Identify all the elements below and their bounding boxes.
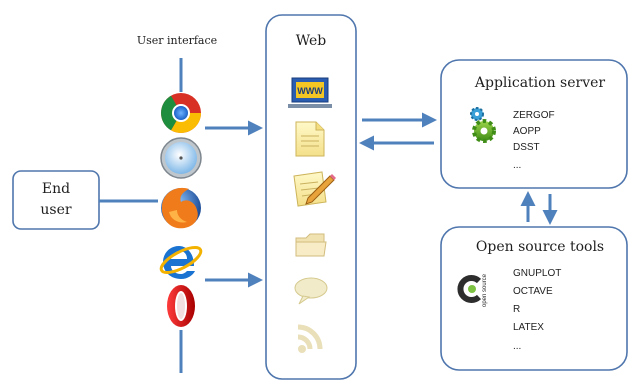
- edit-document-icon: [293, 171, 336, 207]
- oss-item: R: [513, 304, 520, 315]
- user-interface-label: User interface: [137, 34, 217, 47]
- opera-icon: [167, 285, 195, 327]
- end-user-label-line2: user: [40, 202, 71, 218]
- folder-icon: [295, 233, 327, 257]
- open-source-tools-box: [440, 226, 628, 371]
- chat-bubble-icon: [294, 277, 328, 305]
- app-server-item: DSST: [513, 142, 540, 153]
- oss-item: GNUPLOT: [513, 268, 561, 279]
- firefox-icon: [161, 187, 201, 229]
- www-badge-text: WWW: [297, 86, 323, 96]
- oss-item: OCTAVE: [513, 286, 553, 297]
- open-source-logo-icon: open source: [457, 273, 488, 307]
- oss-item: ...: [513, 341, 521, 352]
- document-icon: [295, 121, 325, 157]
- web-label: Web: [296, 33, 327, 49]
- oss-items-list: GNUPLOT OCTAVE R LATEX ...: [513, 268, 561, 352]
- www-icon: WWW: [288, 77, 332, 108]
- rss-icon: [297, 324, 323, 353]
- application-server-box: [440, 59, 628, 189]
- application-server-label: Application server: [474, 75, 606, 91]
- app-server-items-list: ZERGOF AOPP DSST ...: [513, 110, 555, 171]
- end-user-box: [12, 170, 100, 230]
- app-server-item: ZERGOF: [513, 110, 555, 121]
- internet-explorer-icon: [159, 245, 203, 279]
- open-source-logo-text: open source: [482, 273, 488, 307]
- app-server-item: ...: [513, 160, 521, 171]
- oss-item: LATEX: [513, 322, 544, 333]
- app-server-item: AOPP: [513, 126, 541, 137]
- chrome-icon: [161, 93, 201, 133]
- end-user-label-line1: End: [42, 181, 70, 197]
- open-source-tools-label: Open source tools: [476, 239, 604, 255]
- gears-icon: [470, 107, 496, 143]
- safari-icon: [160, 137, 202, 179]
